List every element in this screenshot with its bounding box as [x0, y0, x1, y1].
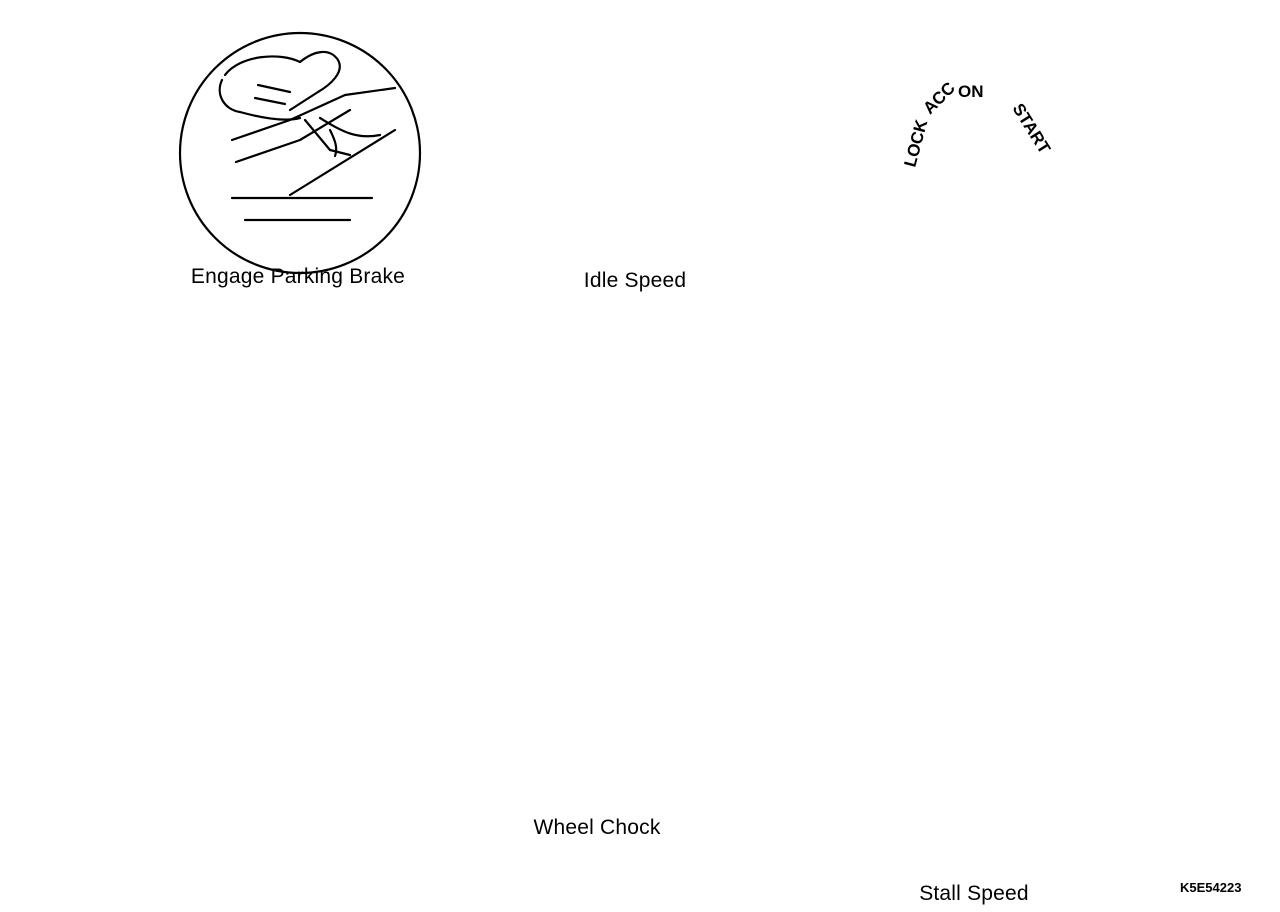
ignition-pos-acc: ACC: [919, 78, 958, 117]
ignition-pos-lock: LOCK: [901, 117, 932, 169]
ignition-pos-on: ON: [958, 82, 984, 101]
ignition-pos-start: START: [1009, 100, 1055, 158]
figure-code: K5E54223: [1180, 880, 1242, 895]
step-parking-brake: [178, 31, 422, 275]
hand-on-lever-icon: [218, 50, 397, 222]
parking-brake-circle: [178, 31, 422, 275]
wheel-chock-callout: Wheel Chock: [533, 816, 661, 839]
step-label-stall-speed: Stall Speed: [919, 882, 1029, 905]
step-label-parking-brake: Engage Parking Brake: [190, 265, 406, 288]
step-label-idle-speed: Idle Speed: [583, 269, 687, 292]
